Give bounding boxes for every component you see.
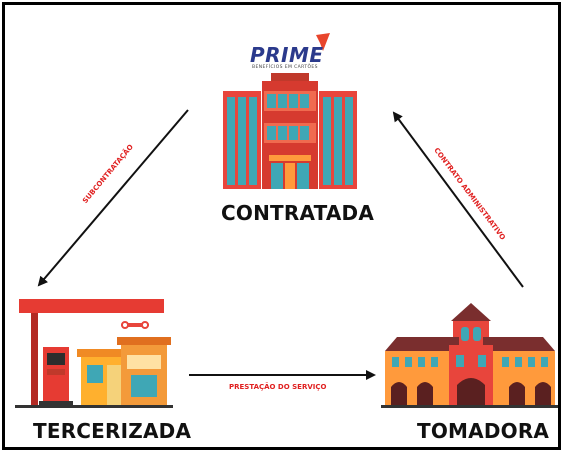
town-hall-icon — [381, 303, 558, 408]
arrow-subcontratacao — [37, 109, 189, 287]
prime-logo-mark-icon — [316, 33, 330, 51]
gas-station-icon — [15, 299, 173, 408]
arrow-contrato-administrativo — [392, 111, 524, 288]
node-label-contratada: CONTRATADA — [221, 201, 375, 225]
node-label-tomadora: TOMADORA — [417, 419, 550, 443]
logo-brand: PRIME — [250, 43, 324, 67]
edge-label-prestacao-servico: PRESTAÇÃO DO SERVIÇO — [229, 383, 327, 391]
node-label-tercerizada: TERCERIZADA — [33, 419, 192, 443]
office-building-icon — [223, 73, 357, 189]
diagram-canvas — [15, 33, 558, 408]
logo-tagline: BENEFÍCIOS EM CARTÕES — [252, 65, 318, 70]
